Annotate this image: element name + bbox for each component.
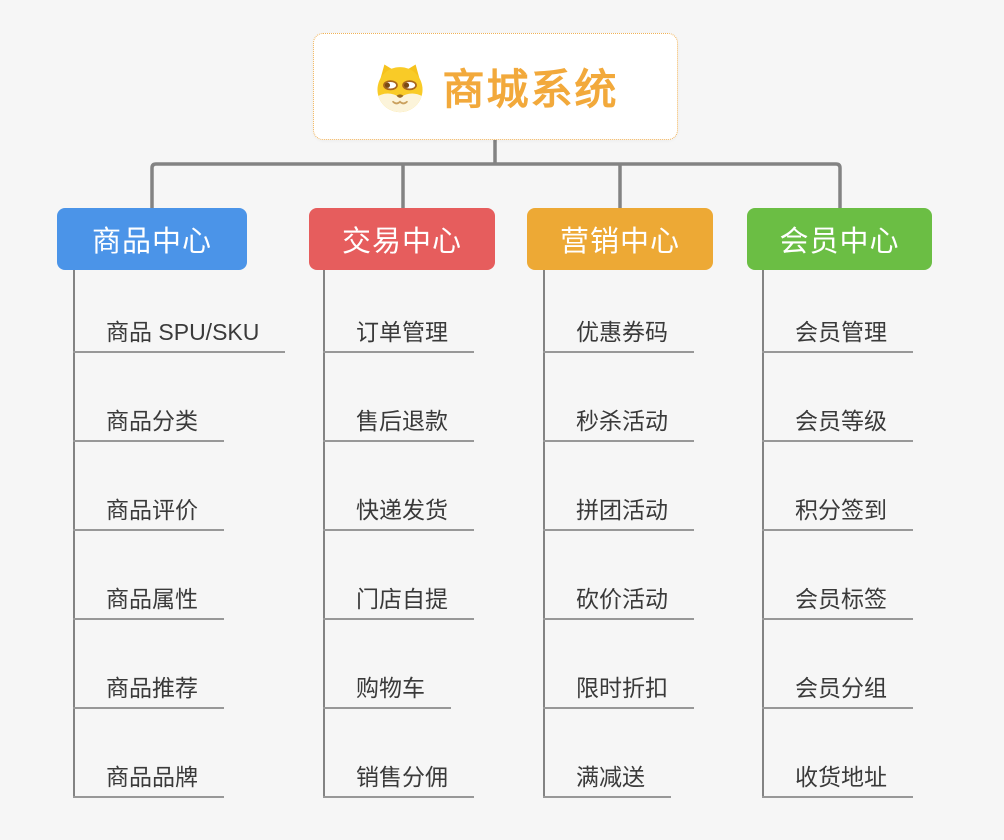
branch-header-member-center[interactable]: 会员中心 (747, 208, 932, 270)
leaf-label: 限时折扣 (576, 675, 668, 701)
branch-header-label: 交易中心 (341, 226, 462, 258)
branch-header-label: 营销中心 (559, 226, 680, 258)
leaf-label: 门店自提 (356, 586, 448, 612)
leaf-label: 快递发货 (356, 497, 448, 523)
leaf-label: 会员分组 (795, 675, 887, 701)
leaf-label: 会员管理 (795, 319, 887, 345)
branch-header-product-center[interactable]: 商品中心 (57, 208, 247, 270)
leaf-node[interactable]: 售后退款 (323, 353, 474, 442)
leaf-label: 积分签到 (795, 497, 887, 523)
leaf-node[interactable]: 积分签到 (762, 442, 913, 531)
branch-leaves-trade-center: 订单管理 售后退款 快递发货 门店自提 购物车 销售分佣 (323, 264, 474, 798)
leaf-node[interactable]: 会员管理 (762, 264, 913, 353)
leaf-label: 会员等级 (795, 408, 887, 434)
leaf-label: 商品品牌 (106, 764, 198, 790)
branch-leaves-marketing-center: 优惠券码 秒杀活动 拼团活动 砍价活动 限时折扣 满减送 (543, 264, 694, 798)
leaf-node[interactable]: 商品评价 (73, 442, 224, 531)
leaf-label: 订单管理 (356, 319, 448, 345)
leaf-node[interactable]: 快递发货 (323, 442, 474, 531)
leaf-node[interactable]: 商品推荐 (73, 620, 224, 709)
leaf-node[interactable]: 订单管理 (323, 264, 474, 353)
branch-header-trade-center[interactable]: 交易中心 (309, 208, 495, 270)
leaf-label: 销售分佣 (356, 764, 448, 790)
leaf-node[interactable]: 满减送 (543, 709, 671, 798)
leaf-node[interactable]: 会员等级 (762, 353, 913, 442)
branch-header-label: 商品中心 (91, 226, 212, 258)
leaf-node[interactable]: 会员分组 (762, 620, 913, 709)
leaf-node[interactable]: 拼团活动 (543, 442, 694, 531)
leaf-label: 满减送 (576, 764, 645, 790)
leaf-node[interactable]: 砍价活动 (543, 531, 694, 620)
branch-header-label: 会员中心 (779, 226, 900, 258)
leaf-label: 砍价活动 (576, 586, 668, 612)
leaf-node[interactable]: 商品 SPU/SKU (73, 264, 286, 353)
leaf-label: 优惠券码 (576, 319, 668, 345)
branch-leaves-member-center: 会员管理 会员等级 积分签到 会员标签 会员分组 收货地址 (762, 264, 913, 798)
leaf-label: 秒杀活动 (576, 408, 668, 434)
leaf-label: 商品 SPU/SKU (106, 319, 260, 345)
branch-header-marketing-center[interactable]: 营销中心 (527, 208, 713, 270)
leaf-label: 会员标签 (795, 586, 887, 612)
leaf-label: 购物车 (356, 675, 425, 701)
root-node-mall-system[interactable]: 商城系统 (313, 33, 678, 140)
leaf-label: 拼团活动 (576, 497, 668, 523)
leaf-node[interactable]: 购物车 (323, 620, 451, 709)
leaf-label: 商品推荐 (106, 675, 198, 701)
leaf-label: 商品属性 (106, 586, 198, 612)
leaf-node[interactable]: 收货地址 (762, 709, 913, 798)
branch-leaves-product-center: 商品 SPU/SKU 商品分类 商品评价 商品属性 商品推荐 商品品牌 (73, 264, 286, 798)
leaf-node[interactable]: 门店自提 (323, 531, 474, 620)
leaf-node[interactable]: 销售分佣 (323, 709, 474, 798)
leaf-node[interactable]: 优惠券码 (543, 264, 694, 353)
leaf-node[interactable]: 商品属性 (73, 531, 224, 620)
leaf-node[interactable]: 限时折扣 (543, 620, 694, 709)
leaf-node[interactable]: 会员标签 (762, 531, 913, 620)
leaf-label: 售后退款 (356, 408, 448, 434)
shiba-dog-icon (372, 61, 428, 113)
leaf-node[interactable]: 商品分类 (73, 353, 224, 442)
leaf-label: 商品评价 (106, 497, 198, 523)
leaf-node[interactable]: 秒杀活动 (543, 353, 694, 442)
leaf-label: 收货地址 (795, 764, 887, 790)
leaf-label: 商品分类 (106, 408, 198, 434)
leaf-node[interactable]: 商品品牌 (73, 709, 224, 798)
root-title: 商城系统 (442, 66, 619, 113)
